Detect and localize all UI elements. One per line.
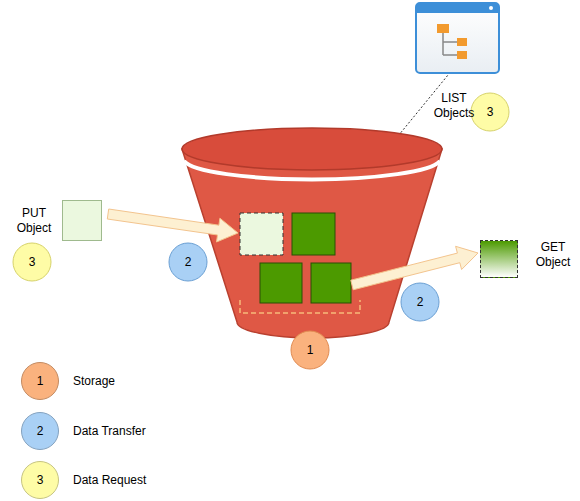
bucket-top — [182, 128, 442, 170]
window-shape — [415, 2, 500, 74]
legend-label: Data Transfer — [73, 423, 146, 439]
node-label: PUT Object — [8, 206, 60, 236]
callout-number: 2 — [25, 423, 55, 439]
object-square: GET Object — [480, 240, 518, 278]
tree-folder — [457, 51, 467, 59]
window-titlebar — [416, 3, 499, 13]
tree-folder — [437, 24, 449, 33]
stored-object — [292, 213, 335, 255]
new-object — [240, 213, 283, 255]
node-label: LIST Objects — [428, 91, 480, 121]
legend-label: Data Request — [73, 472, 146, 488]
callout-circle — [169, 243, 207, 281]
tree-folder — [457, 38, 467, 46]
tree-lines — [443, 33, 457, 55]
get-arrow — [351, 246, 478, 289]
object-square: PUT Object — [62, 200, 102, 241]
window-button — [489, 6, 493, 10]
callout-circle — [401, 283, 439, 321]
callout-number: 3 — [17, 254, 47, 270]
stored-object — [311, 263, 351, 303]
callout-circle — [13, 243, 51, 281]
callout-number: 1 — [25, 373, 55, 389]
legend-label: Storage — [73, 373, 115, 389]
put-arrow — [107, 209, 238, 242]
window-frame — [416, 3, 499, 73]
callout-number: 2 — [173, 254, 203, 270]
node-label: GET Object — [527, 240, 579, 270]
callout-number: 3 — [25, 472, 55, 488]
callout-number: 2 — [405, 294, 435, 310]
stored-object — [260, 263, 302, 303]
window-icon: LIST Objects — [415, 2, 500, 74]
callout-circle — [291, 331, 329, 369]
bucket-body — [182, 149, 442, 338]
storage-bracket — [240, 300, 360, 313]
callout-number: 3 — [475, 104, 505, 120]
callout-number: 1 — [295, 342, 325, 358]
callout-circle — [471, 93, 509, 131]
